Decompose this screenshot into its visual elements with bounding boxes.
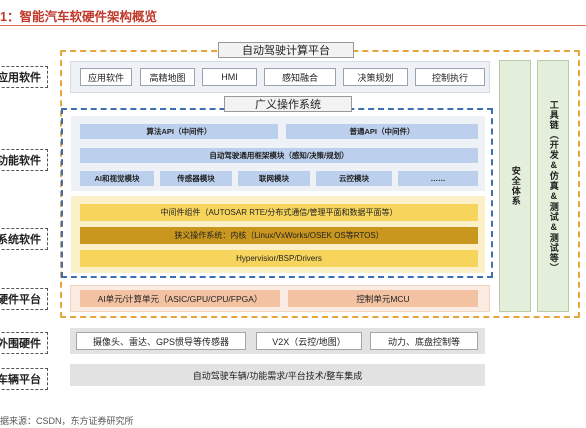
left-label-function-software: 功能软件	[0, 149, 48, 171]
toolchain-column: 工具链（开发&仿真&测试&测试等）	[537, 60, 569, 312]
ai-compute-unit-box: AI单元/计算单元（ASIC/GPU/CPU/FPGA）	[80, 290, 280, 307]
generalized-os-title: 广义操作系统	[224, 96, 352, 112]
middleware-bar: 中间件组件（AUTOSAR RTE/分布式通信/管理平面和数据平面等）	[80, 204, 478, 221]
left-label-system-software: 系统软件	[0, 228, 48, 250]
source-note: 据来源：CSDN，东方证券研究所	[0, 416, 134, 426]
safety-system-column: 安全体系	[499, 60, 531, 312]
app-box-control-execution: 控制执行	[415, 68, 485, 86]
title-divider	[0, 25, 586, 26]
kernel-bar: 狭义操作系统：内核（Linux/VxWorks/OSEK OS等RTOS）	[80, 227, 478, 244]
left-label-hardware-platform: 硬件平台	[0, 288, 48, 310]
left-label-vehicle-platform: 车辆平台	[0, 368, 48, 390]
safety-system-label: 安全体系	[510, 166, 521, 206]
left-label-peripheral-hardware: 外围硬件	[0, 332, 48, 354]
app-box-perception-fusion: 感知融合	[264, 68, 336, 86]
module-ai-vision: AI和视觉模块	[80, 171, 154, 186]
sensors-box: 摄像头、雷达、GPS惯导等传感器	[76, 332, 246, 350]
figure-title: 1：智能汽车软硬件架构概览	[0, 10, 157, 24]
app-box-application: 应用软件	[80, 68, 132, 86]
v2x-box: V2X（云控/地图）	[256, 332, 362, 350]
computing-platform-title: 自动驾驶计算平台	[218, 42, 354, 58]
common-api-box: 普通API（中间件）	[286, 124, 478, 139]
hypervisor-bar: Hypervisior/BSP/Drivers	[80, 250, 478, 267]
vehicle-platform-bar: 自动驾驶车辆/功能需求/平台技术/整车集成	[70, 364, 485, 386]
module-ellipsis: ……	[398, 171, 478, 186]
algorithm-api-box: 算法API（中间件）	[80, 124, 278, 139]
toolchain-label: 工具链（开发&仿真&测试&测试等）	[548, 99, 559, 273]
module-sensor: 传感器模块	[160, 171, 232, 186]
app-box-hmi: HMI	[202, 68, 257, 86]
mcu-control-unit-box: 控制单元MCU	[288, 290, 478, 307]
module-networking: 联网模块	[238, 171, 310, 186]
app-box-decision-planning: 决策规划	[343, 68, 408, 86]
general-framework-box: 自动驾驶通用框架模块（感知/决策/规划）	[80, 148, 478, 163]
powertrain-chassis-box: 动力、底盘控制等	[370, 332, 478, 350]
app-box-hd-map: 高精地图	[140, 68, 195, 86]
left-label-app-software: 应用软件	[0, 66, 48, 88]
module-cloud-control: 云控模块	[316, 171, 392, 186]
